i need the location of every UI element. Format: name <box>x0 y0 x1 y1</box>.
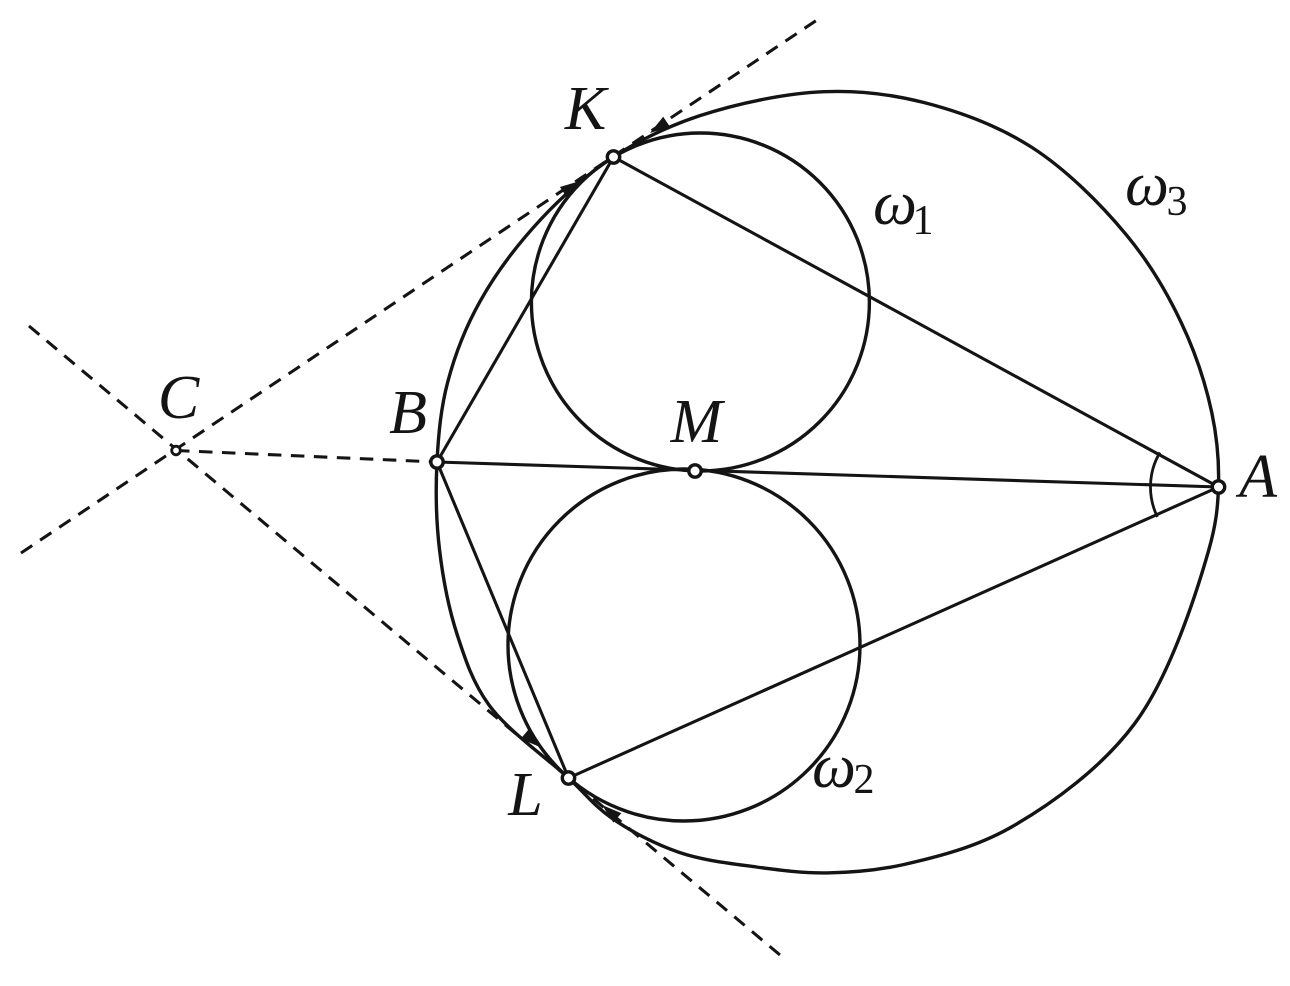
svg-text:ω: ω <box>812 733 856 801</box>
svg-text:2: 2 <box>854 757 875 803</box>
svg-text:C: C <box>158 364 200 432</box>
svg-text:A: A <box>1235 443 1278 511</box>
svg-text:K: K <box>564 75 610 143</box>
svg-text:L: L <box>507 761 542 829</box>
svg-text:ω: ω <box>1125 151 1169 219</box>
svg-text:3: 3 <box>1167 179 1188 225</box>
svg-text:M: M <box>670 388 726 456</box>
svg-text:1: 1 <box>913 198 934 244</box>
svg-text:B: B <box>389 379 427 447</box>
svg-text:ω: ω <box>873 170 917 238</box>
